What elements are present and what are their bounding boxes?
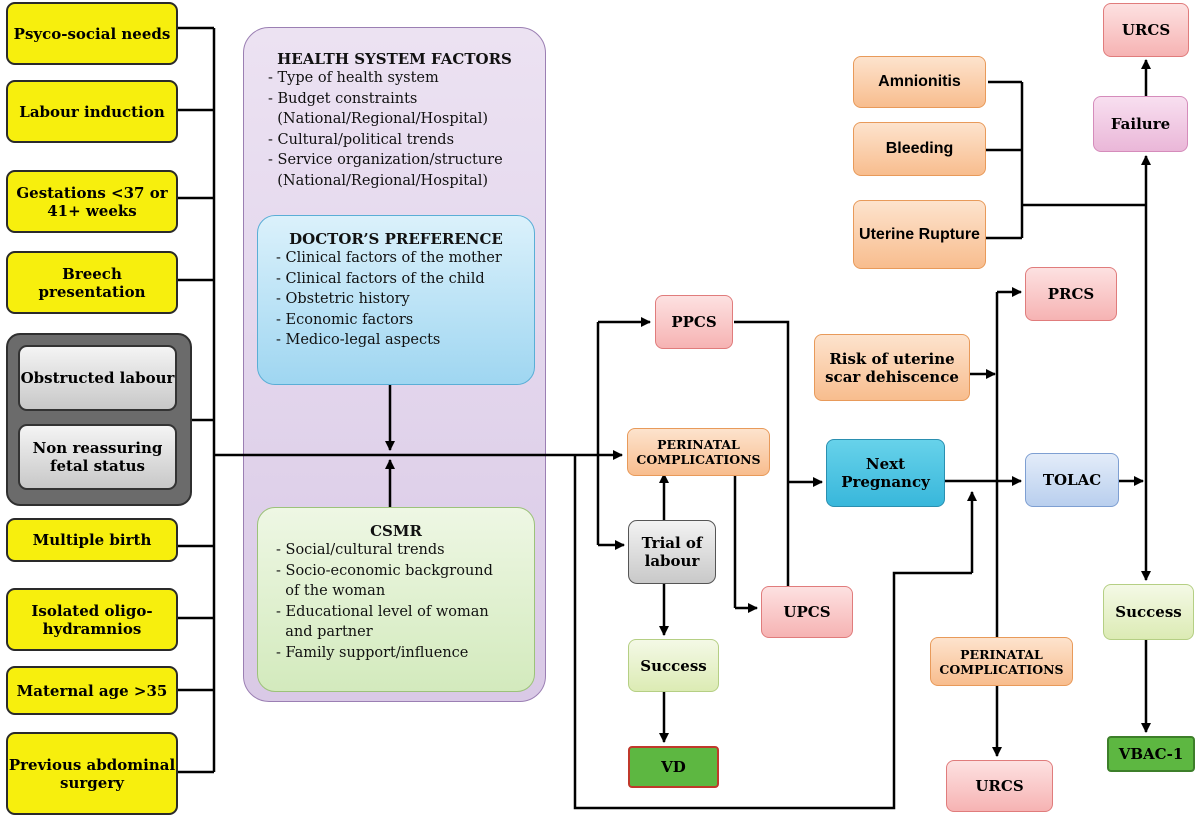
factor-oligohydramnios: Isolated oligo-hydramnios	[6, 588, 178, 651]
doctor-preference-item: - Clinical factors of the child	[276, 270, 485, 287]
factor-obstructed-labour: Obstructed labour	[18, 345, 177, 411]
next-pregnancy-node: Next Pregnancy	[826, 439, 945, 507]
health-system-item: (National/Regional/Hospital)	[268, 111, 489, 127]
doctor-preference-item: - Obstetric history	[276, 291, 410, 307]
health-system-item: - Budget constraints	[268, 90, 418, 107]
ppcs-node: PPCS	[655, 295, 733, 349]
factor-gestations: Gestations <37 or 41+ weeks	[6, 170, 178, 233]
tolac-node: TOLAC	[1025, 453, 1119, 507]
factor-labour-induction: Labour induction	[6, 80, 178, 143]
risk-node: Risk of uterine scar dehiscence	[814, 334, 970, 401]
failure-node: Failure	[1093, 96, 1188, 152]
csmr-title: CSMR	[370, 522, 422, 540]
urcs-node-bottom: URCS	[946, 760, 1053, 812]
csmr-box: CSMR - Social/cultural trends - Socio-ec…	[257, 507, 535, 692]
uterine-rupture-node: Uterine Rupture	[853, 200, 986, 269]
factor-psycho-social: Psyco-social needs	[6, 2, 178, 65]
factor-non-reassuring: Non reassuring fetal status	[18, 424, 177, 490]
upcs-node: UPCS	[761, 586, 853, 638]
health-system-item: - Service organization/structure	[268, 152, 503, 168]
urcs-node-top: URCS	[1103, 3, 1189, 57]
vd-node: VD	[628, 746, 719, 788]
csmr-item: - Social/cultural trends	[276, 542, 445, 558]
csmr-item: - Family support/influence	[276, 644, 469, 661]
health-system-item: - Cultural/political trends	[268, 131, 455, 148]
csmr-item: of the woman	[276, 583, 386, 599]
prcs-node: PRCS	[1025, 267, 1117, 321]
doctor-preference-item: - Economic factors	[276, 311, 414, 328]
doctor-preference-item: - Clinical factors of the mother	[276, 250, 502, 266]
factor-multiple-birth: Multiple birth	[6, 518, 178, 562]
amnionitis-node: Amnionitis	[853, 56, 986, 108]
factor-breech: Breech presentation	[6, 251, 178, 314]
factor-previous-surgery: Previous abdominal surgery	[6, 732, 178, 815]
health-system-item: (National/Regional/Hospital)	[268, 172, 489, 189]
doctor-preference-title: DOCTOR’S PREFERENCE	[289, 230, 503, 248]
success-node-2: Success	[1103, 584, 1194, 640]
doctor-preference-list: - Clinical factors of the mother - Clini…	[276, 248, 534, 351]
doctor-preference-item: - Medico-legal aspects	[276, 332, 441, 348]
health-system-list: - Type of health system - Budget constra…	[268, 68, 545, 191]
health-system-item: - Type of health system	[268, 70, 439, 86]
csmr-list: - Social/cultural trends - Socio-economi…	[276, 540, 534, 663]
health-system-title: HEALTH SYSTEM FACTORS	[277, 50, 512, 68]
bleeding-node: Bleeding	[853, 122, 986, 176]
perinatal-complications-node: PERINATAL COMPLICATIONS	[627, 428, 770, 476]
success-node-1: Success	[628, 639, 719, 692]
csmr-item: - Socio-economic background	[276, 562, 493, 579]
csmr-item: - Educational level of woman	[276, 603, 489, 620]
doctor-preference-box: DOCTOR’S PREFERENCE - Clinical factors o…	[257, 215, 535, 385]
csmr-item: and partner	[276, 624, 373, 640]
trial-of-labour-node: Trial of labour	[628, 520, 716, 584]
perinatal-complications-node-2: PERINATAL COMPLICATIONS	[930, 637, 1073, 686]
vbac-node: VBAC-1	[1107, 736, 1195, 772]
factor-maternal-age: Maternal age >35	[6, 666, 178, 715]
